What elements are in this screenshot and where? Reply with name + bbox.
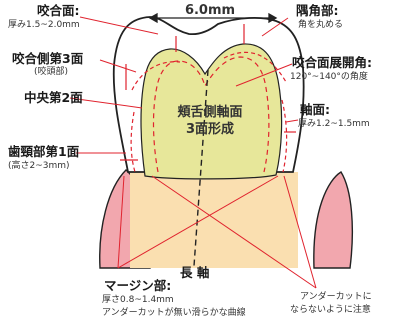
leader-occlusal: [79, 16, 159, 35]
red-dashed-guides: [130, 51, 288, 173]
label-undercut-line2: ならないように注意: [290, 305, 371, 315]
label-cervical-detail: (高さ2~3mm): [8, 161, 70, 171]
leader-occ-third: [99, 59, 137, 73]
leader-margin-a: [117, 175, 125, 269]
leader-middle: [69, 97, 143, 109]
label-margin-detail1: 厚さ0.8~1.4mm: [102, 295, 174, 305]
dim-arrow-right: [268, 12, 278, 24]
label-axial-detail: 厚み1.2~1.5mm: [298, 119, 370, 129]
dim-arrow-left: [148, 12, 158, 24]
leader-undercut-a: [151, 175, 317, 289]
label-occ-third-detail: (咬頭部): [34, 67, 69, 77]
label-middle-title: 中央第2面: [24, 90, 83, 105]
leader-lines: [69, 16, 317, 289]
guide-axial-right: [281, 99, 288, 173]
center-text-line2: 3面形成: [185, 122, 235, 137]
label-occlusal-detail: 厚み1.5~2.0mm: [8, 20, 80, 30]
leader-undercut-b: [283, 175, 317, 289]
thickness-markers: [120, 24, 296, 161]
label-cervical-title: 歯頸部第1面: [8, 144, 80, 159]
label-opening-detail: 120°~140°の角度: [290, 72, 368, 82]
label-axial-title: 軸面:: [300, 102, 330, 117]
leader-margin-b: [117, 175, 279, 269]
label-corner-detail: 角を丸める: [298, 20, 344, 30]
leader-opening: [235, 63, 293, 87]
label-long-axis: 長 軸: [180, 265, 210, 280]
label-margin-detail2: アンダーカットが無い滑らかな曲線: [102, 308, 246, 318]
guide-cusp-right: [223, 51, 287, 83]
leader-corner: [261, 17, 289, 37]
label-margin-title: マージン部:: [104, 278, 172, 293]
long-axis-line: [193, 69, 209, 267]
label-top-dimension: 6.0mm: [184, 3, 236, 18]
label-occlusal-title: 咬合面:: [37, 3, 80, 18]
gum-right: [313, 171, 354, 269]
label-corner-title: 隅角部:: [296, 3, 339, 18]
label-occ-third-title: 咬合側第3面: [12, 51, 84, 66]
label-undercut-line1: アンダーカットに: [300, 292, 372, 302]
tooth-root: [130, 172, 298, 268]
leader-axial: [285, 119, 299, 123]
top-dimension-arrow: [148, 12, 278, 24]
center-text-line1: 頬舌側軸面: [177, 105, 243, 120]
core-dashed-outline: [152, 56, 270, 173]
label-opening-title: 咬合面展開角:: [292, 55, 372, 70]
guide-cusp-left: [131, 61, 181, 91]
